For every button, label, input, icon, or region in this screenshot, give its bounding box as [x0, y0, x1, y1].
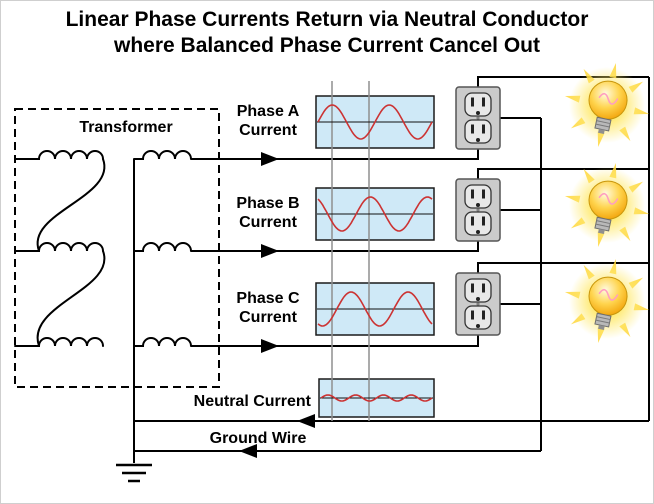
transformer-label: Transformer: [79, 119, 172, 136]
phase-a-label-line1: Phase A: [237, 103, 300, 120]
primary-winding-b: [14, 242, 104, 252]
primary-winding-a: [14, 150, 104, 160]
bulb-1: [555, 53, 653, 157]
phase-c-label-line1: Phase C: [236, 290, 300, 307]
phase-b-label-line2: Current: [239, 214, 297, 231]
transformer-boundary: [14, 108, 220, 388]
phase-a-label-line2: Current: [239, 122, 297, 139]
ground-wire-arrow: [239, 444, 257, 458]
outlet-b: [455, 178, 501, 242]
outlet-c-to-bulb-wire: [477, 262, 649, 273]
phase-b-label-line1: Phase B: [236, 195, 299, 212]
outlet-a: [455, 86, 501, 150]
neutral-return-arrow: [297, 414, 315, 428]
phase-c-label-line2: Current: [239, 309, 297, 326]
phase-a-conductor: [191, 149, 479, 160]
waveform-trace-phase-a: [317, 104, 433, 140]
phase-c-arrow: [261, 339, 279, 353]
secondary-winding-c: [133, 337, 192, 347]
diagram-title: Linear Phase Currents Return via Neutral…: [1, 7, 653, 58]
ground-wire-label: Ground Wire: [210, 430, 307, 447]
outlet-b-to-bulb-wire: [477, 168, 649, 179]
primary-winding-c: [14, 337, 104, 347]
winding-connector-1: [36, 158, 106, 252]
waveform-trace-neutral: [320, 394, 433, 402]
secondary-winding-b: [133, 242, 192, 252]
title-line-1: Linear Phase Currents Return via Neutral…: [65, 8, 589, 31]
waveform-trace-phase-c: [317, 291, 433, 327]
ground-symbol: [116, 463, 152, 483]
bulb-3: [555, 249, 653, 353]
phase-b-arrow: [261, 244, 279, 258]
winding-connector-2: [36, 250, 106, 347]
phase-b-conductor: [191, 241, 479, 252]
title-line-2: where Balanced Phase Current Cancel Out: [114, 33, 540, 57]
waveform-trace-phase-b: [317, 196, 433, 232]
phase-c-conductor: [191, 335, 479, 347]
phase-a-arrow: [261, 152, 279, 166]
secondary-winding-a: [133, 150, 192, 160]
outlet-c: [455, 272, 501, 336]
neutral-current-label: Neutral Current: [194, 393, 312, 410]
